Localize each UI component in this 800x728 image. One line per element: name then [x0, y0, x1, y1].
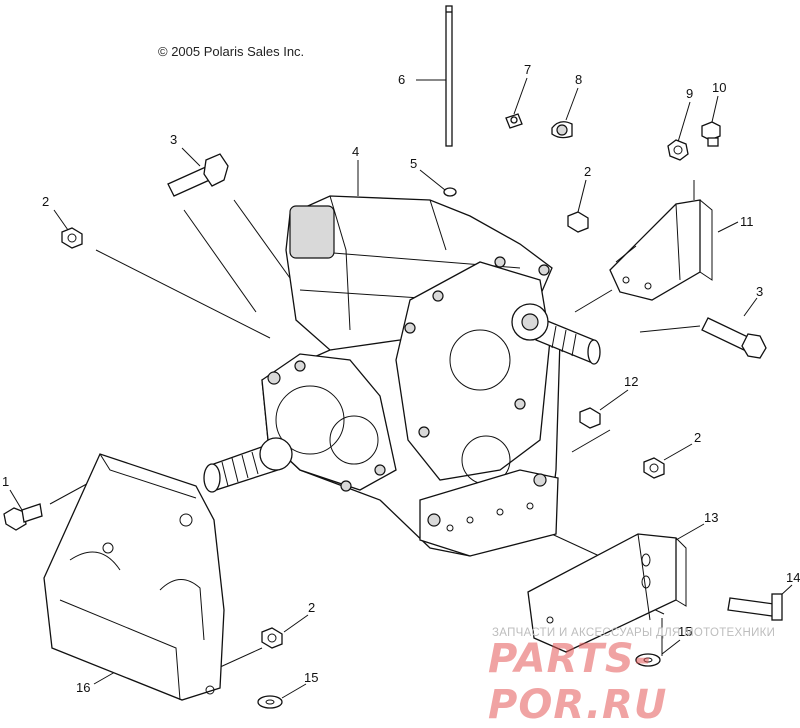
watermark-caption: ЗАПЧАСТИ И АКСЕССУАРЫ ДЛЯ МОТОТЕХНИКИ — [492, 627, 776, 639]
callout-9: 9 — [686, 86, 693, 101]
part-3-bolt-left — [167, 153, 229, 197]
callout-15-a: 15 — [678, 624, 692, 639]
left-output-shaft — [203, 437, 293, 493]
callout-4: 4 — [352, 144, 359, 159]
callout-labels: 6 7 8 9 10 3 4 5 2 2 11 3 12 2 1 13 14 2… — [2, 62, 800, 695]
callout-2-a: 2 — [42, 194, 49, 209]
part-8-clamp — [551, 121, 573, 139]
part-16-bracket — [43, 453, 225, 701]
part-14-bolt — [727, 593, 783, 621]
part-7-fitting — [505, 113, 523, 129]
part-6-rod — [445, 5, 453, 147]
copyright-text: © 2005 Polaris Sales Inc. — [158, 44, 305, 59]
callout-10: 10 — [712, 80, 726, 95]
part-2-nut-b — [567, 211, 589, 233]
part-15-washer-b — [257, 695, 283, 709]
callout-2-b: 2 — [584, 164, 591, 179]
part-12-spacer — [579, 407, 601, 429]
part-2-nut-d — [261, 627, 283, 649]
callout-14: 14 — [786, 570, 800, 585]
callout-5: 5 — [410, 156, 417, 171]
callout-12: 12 — [624, 374, 638, 389]
part-13-bracket — [527, 533, 687, 653]
callout-13: 13 — [704, 510, 718, 525]
part-10-bolt — [701, 121, 721, 147]
callout-2-c: 2 — [694, 430, 701, 445]
part-2-nut-c — [643, 457, 665, 479]
watermark-brand: PARTS-POR.RU — [488, 636, 668, 728]
part-4-transmission — [203, 195, 601, 557]
callout-2-d: 2 — [308, 600, 315, 615]
callout-15-b: 15 — [304, 670, 318, 685]
callout-11: 11 — [740, 214, 754, 229]
part-5-plug — [443, 187, 457, 197]
part-15-washer-a — [635, 653, 661, 667]
housing-bolts — [267, 256, 550, 527]
callout-3-left: 3 — [170, 132, 177, 147]
callout-3-right: 3 — [756, 284, 763, 299]
part-11-bracket — [609, 199, 713, 301]
callout-16: 16 — [76, 680, 90, 695]
callout-6: 6 — [398, 72, 405, 87]
part-9-nut — [667, 139, 689, 161]
part-1-bolt — [3, 503, 43, 531]
callout-1: 1 — [2, 474, 9, 489]
callout-8: 8 — [575, 72, 582, 87]
part-3-bolt-right — [701, 317, 767, 359]
callout-7: 7 — [524, 62, 531, 77]
right-output-shaft — [511, 303, 601, 365]
part-2-nut-a — [61, 227, 83, 249]
